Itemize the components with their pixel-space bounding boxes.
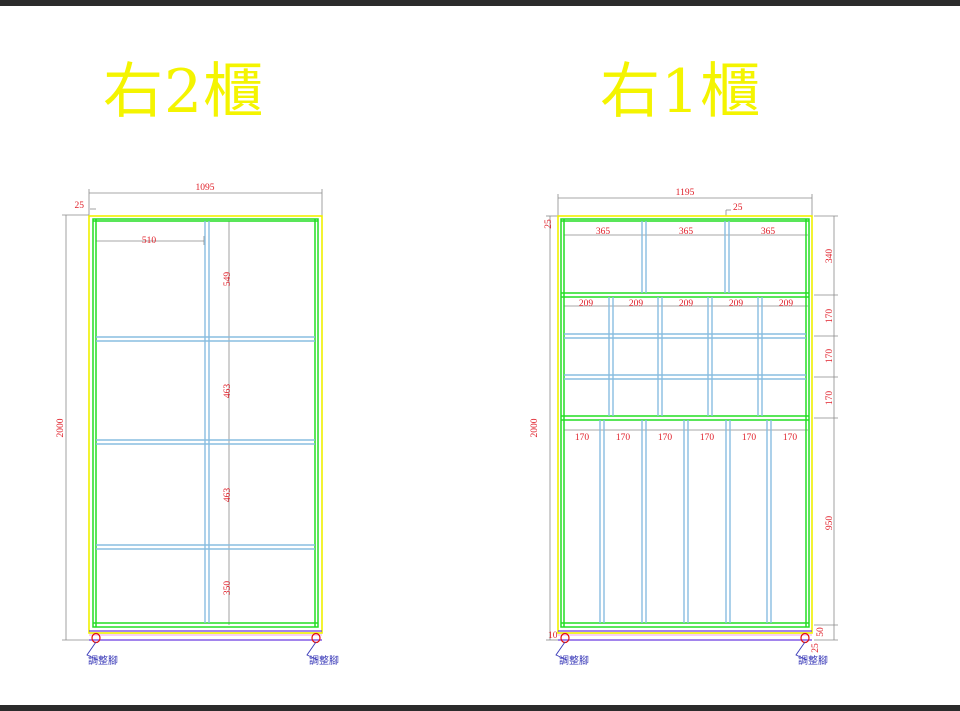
left-shelves: [96, 221, 315, 623]
right-side-height-4: 170: [825, 391, 835, 406]
right-base-dimension-1: 10: [548, 631, 558, 641]
right-side-height-1: 340: [825, 249, 835, 264]
right-height-dimension: 2000: [530, 418, 540, 437]
left-dimension-lines: [62, 189, 323, 641]
right-width-dimension: 1195: [676, 188, 695, 198]
right-base: [558, 630, 812, 641]
right-side-height-3: 170: [825, 349, 835, 364]
right-lower-width-3: 170: [658, 433, 673, 443]
right-lower-width-2: 170: [616, 433, 631, 443]
cabinet-title-right: 右1櫃: [600, 57, 762, 127]
right-upper-width-2: 365: [679, 227, 694, 237]
left-height-dimension: 2000: [56, 418, 66, 437]
right-upper-width-3: 365: [761, 227, 776, 237]
right-base-dimension-2: 50: [816, 627, 826, 637]
left-foot-label-2: 調整腳: [309, 654, 339, 667]
left-side-dimension: 25: [75, 201, 85, 211]
right-lower-width-4: 170: [700, 433, 715, 443]
left-outer-panel: [88, 215, 323, 634]
right-lower-width-5: 170: [742, 433, 757, 443]
cabinet-left: 1095 25 2000 510 549 463 463 350 調整腳 調整腳: [56, 183, 339, 667]
right-outer-panel: [557, 215, 813, 634]
left-foot-leaders: [86, 641, 319, 661]
left-width-dimension: 1095: [196, 183, 215, 193]
right-middle-width-1: 209: [579, 299, 594, 309]
right-middle-width-4: 209: [729, 299, 744, 309]
top-frame-bar: [0, 0, 960, 6]
right-foot-leaders: [555, 641, 808, 661]
right-base-dimension-3: 25: [811, 643, 821, 653]
right-partition-dimension: 25: [733, 203, 743, 213]
left-shelf-width: 510: [142, 236, 157, 246]
right-side-height-5: 950: [825, 516, 835, 531]
right-top-dimension: 25: [544, 219, 554, 229]
left-compartment-height-3: 463: [223, 488, 233, 503]
right-middle-width-3: 209: [679, 299, 694, 309]
left-foot-label-1: 調整腳: [88, 654, 118, 667]
right-side-height-2: 170: [825, 309, 835, 324]
right-lower-width-1: 170: [575, 433, 590, 443]
left-compartment-height-1: 549: [223, 272, 233, 287]
right-dimension-lines: [546, 194, 838, 641]
right-lower-width-6: 170: [783, 433, 798, 443]
right-partitions: [564, 221, 806, 623]
left-base: [89, 630, 322, 641]
cabinet-right: 1195 25 25 2000 365 365 365 209 209 209 …: [530, 188, 838, 667]
right-foot-label-2: 調整腳: [798, 654, 828, 667]
bottom-frame-bar: [0, 705, 960, 711]
left-compartment-height-2: 463: [223, 384, 233, 399]
right-carcass: [560, 218, 810, 628]
right-middle-width-2: 209: [629, 299, 644, 309]
right-upper-width-1: 365: [596, 227, 611, 237]
right-foot-label-1: 調整腳: [559, 654, 589, 667]
right-middle-width-5: 209: [779, 299, 794, 309]
cabinet-title-left: 右2櫃: [103, 57, 265, 127]
left-compartment-height-4: 350: [223, 581, 233, 596]
